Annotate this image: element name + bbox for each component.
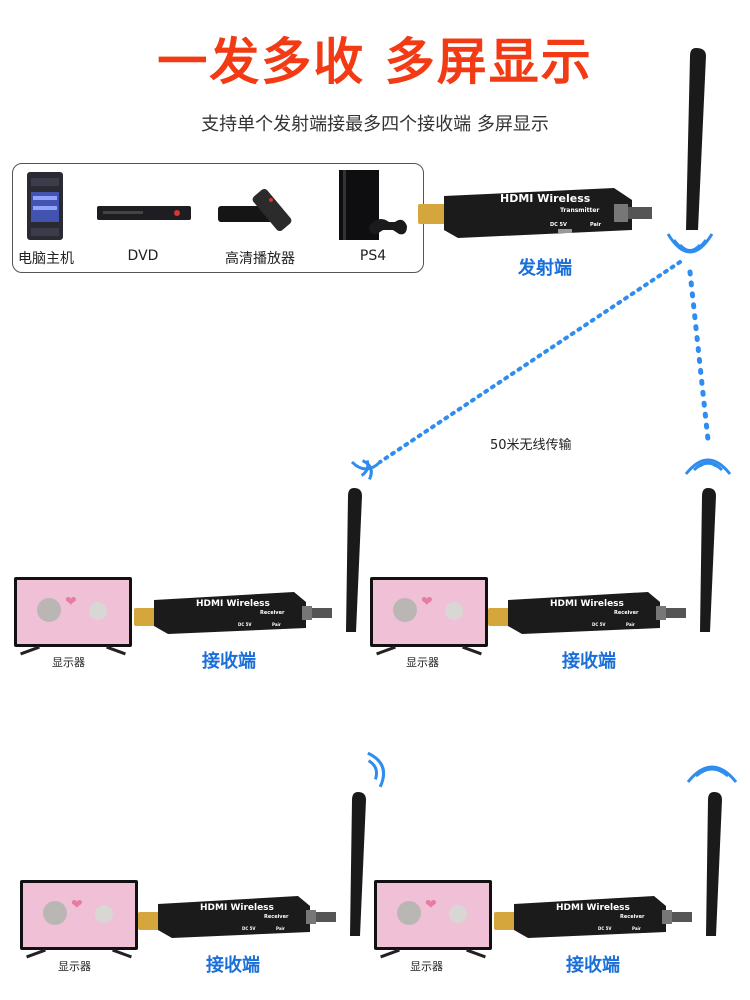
receiver-port-dc: DC 5V: [242, 926, 256, 931]
monitor-label-2: 显示器: [406, 656, 439, 669]
monitor-label-4: 显示器: [410, 960, 443, 973]
character-left: [393, 598, 417, 622]
source-devices-panel: 电脑主机 DVD 高清播放器 PS4: [12, 163, 424, 273]
character-right: [445, 602, 463, 620]
character-left: [43, 901, 67, 925]
receiver-port-pair: Pair: [272, 622, 281, 627]
receiver-label-4: 接收端: [566, 955, 620, 976]
heart-icon: ❤: [65, 594, 77, 610]
ps4-console-icon: [339, 170, 407, 240]
dvd-player-icon: [97, 206, 191, 220]
monitor-label-3: 显示器: [58, 960, 91, 973]
transmitter-port-dc: DC 5V: [550, 222, 567, 228]
receiver-brand: HDMI Wireless: [200, 903, 274, 913]
receiver-brand: HDMI Wireless: [550, 599, 624, 609]
receiver-antenna-4: [706, 792, 722, 936]
receiver-device-4: HDMI Wireless Receiver DC 5V Pair: [494, 896, 692, 938]
heart-icon: ❤: [71, 897, 83, 913]
receiver-antenna-1: [346, 488, 362, 632]
receiver-model: Receiver: [614, 610, 639, 616]
monitor-2: ❤: [370, 577, 488, 647]
source-label-ps4: PS4: [359, 248, 387, 264]
transmitter-brand: HDMI Wireless: [500, 192, 591, 205]
receiver-label-3: 接收端: [206, 955, 260, 976]
media-player-icon: [218, 188, 292, 232]
transmitter-antenna: [686, 48, 706, 230]
receiver-port-dc: DC 5V: [592, 622, 606, 627]
monitor-label-1: 显示器: [52, 656, 85, 669]
receiver-antenna-2: [700, 488, 716, 632]
character-right: [449, 905, 467, 923]
receiver-model: Receiver: [620, 914, 645, 920]
receiver-port-dc: DC 5V: [598, 926, 612, 931]
monitor-3: ❤: [20, 880, 138, 950]
receiver-brand: HDMI Wireless: [196, 599, 270, 609]
pc-tower-icon: [27, 172, 63, 240]
monitor-screen: ❤: [17, 580, 129, 644]
receiver-device-3: HDMI Wireless Receiver DC 5V Pair: [138, 896, 336, 938]
character-right: [95, 905, 113, 923]
monitor-screen: ❤: [377, 883, 489, 947]
character-left: [37, 598, 61, 622]
source-label-media-player: 高清播放器: [225, 251, 295, 267]
transmitter-model: Transmitter: [560, 207, 599, 214]
distance-label: 50米无线传输: [490, 438, 572, 453]
transmitter-label: 发射端: [518, 258, 572, 279]
source-label-pc: 电脑主机: [18, 251, 74, 267]
receiver-model: Receiver: [260, 610, 285, 616]
monitor-1: ❤: [14, 577, 132, 647]
receiver-brand: HDMI Wireless: [556, 903, 630, 913]
receiver-device-1: HDMI Wireless Receiver DC 5V Pair: [134, 592, 332, 634]
page-title: 一发多收 多屏显示: [157, 33, 593, 91]
transmitter-device: HDMI Wireless Transmitter DC 5V Pair: [418, 188, 652, 238]
receiver-port-dc: DC 5V: [238, 622, 252, 627]
character-left: [397, 901, 421, 925]
receiver-label-1: 接收端: [202, 651, 256, 672]
source-label-dvd: DVD: [127, 248, 159, 264]
heart-icon: ❤: [421, 594, 433, 610]
character-right: [89, 602, 107, 620]
heart-icon: ❤: [425, 897, 437, 913]
receiver-port-pair: Pair: [276, 926, 285, 931]
receiver-antenna-3: [350, 792, 366, 936]
receiver-label-2: 接收端: [562, 651, 616, 672]
receiver-port-pair: Pair: [626, 622, 635, 627]
page-subtitle: 支持单个发射端接最多四个接收端 多屏显示: [201, 114, 549, 135]
receiver-device-2: HDMI Wireless Receiver DC 5V Pair: [488, 592, 686, 634]
receiver-port-pair: Pair: [632, 926, 641, 931]
monitor-screen: ❤: [373, 580, 485, 644]
transmitter-port-pair: Pair: [590, 222, 602, 228]
monitor-4: ❤: [374, 880, 492, 950]
monitor-screen: ❤: [23, 883, 135, 947]
receiver-model: Receiver: [264, 914, 289, 920]
